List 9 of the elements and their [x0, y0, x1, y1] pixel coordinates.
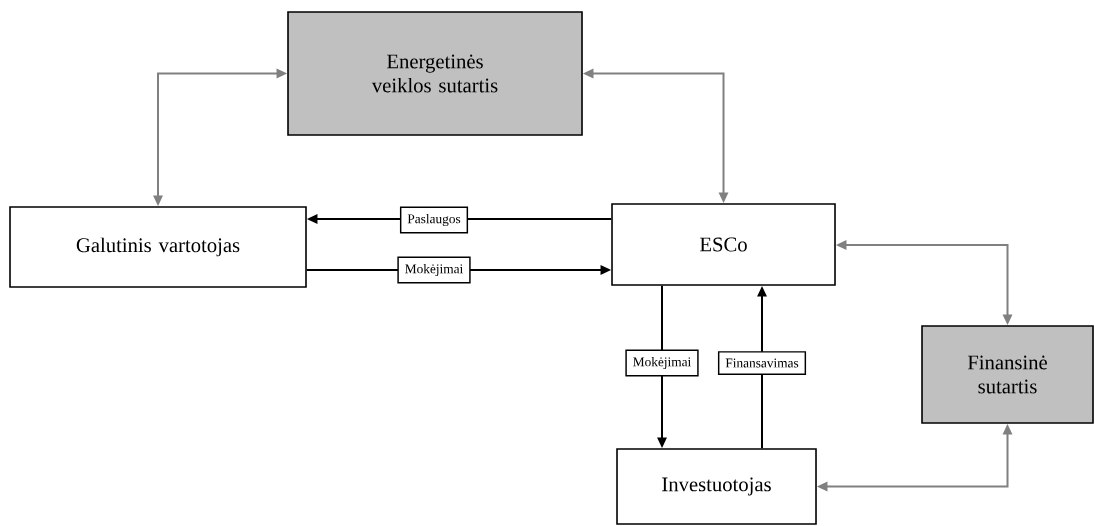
party-box: Investuotojas: [616, 448, 817, 525]
edge-label: Mokėjimai: [625, 349, 699, 377]
contract-box: Finansinė sutartis: [921, 325, 1094, 424]
edge-label: Finansavimas: [717, 351, 807, 375]
edge-label: Mokėjimai: [397, 256, 471, 284]
party-box: ESCo: [611, 203, 836, 286]
contract-box: Energetinės veiklos sutartis: [287, 11, 583, 136]
edge-label: Paslaugos: [399, 206, 469, 234]
party-box: Galutinis vartotojas: [9, 206, 307, 288]
